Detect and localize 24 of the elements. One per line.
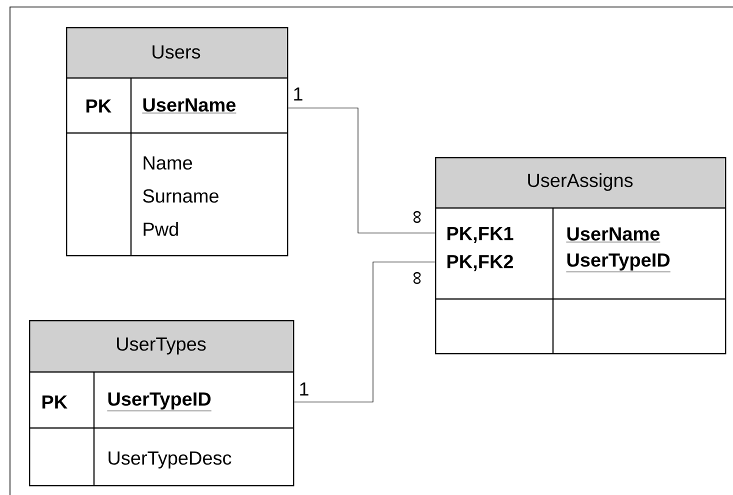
key-field: UserName — [566, 227, 660, 242]
table-box — [434, 157, 726, 354]
key-label: PK,FK1 — [447, 227, 514, 243]
table-box — [28, 320, 294, 486]
relationship-line — [288, 108, 436, 234]
cardinality-label: 1 — [294, 87, 302, 101]
field-name: UserTypeDesc — [108, 452, 232, 468]
table-title: UserTypes — [117, 338, 206, 354]
key-label: PK — [42, 395, 68, 409]
key-field: UserTypeID — [566, 254, 671, 272]
key-label: PK — [86, 99, 112, 113]
key-field: UserName — [142, 98, 236, 114]
key-label: PK,FK2 — [447, 254, 513, 272]
field-name: Pwd — [144, 222, 178, 236]
table-title: UserAssigns — [528, 173, 633, 191]
field-name: Name — [144, 156, 192, 170]
table-box — [65, 27, 288, 256]
field-name: Surname — [143, 189, 218, 203]
table-title: Users — [152, 45, 200, 59]
cardinality-label: ∞ — [413, 211, 421, 223]
relationship-line — [294, 262, 436, 402]
cardinality-label: ∞ — [413, 272, 421, 284]
cardinality-label: 1 — [300, 382, 308, 396]
key-field: UserTypeID — [107, 392, 212, 412]
